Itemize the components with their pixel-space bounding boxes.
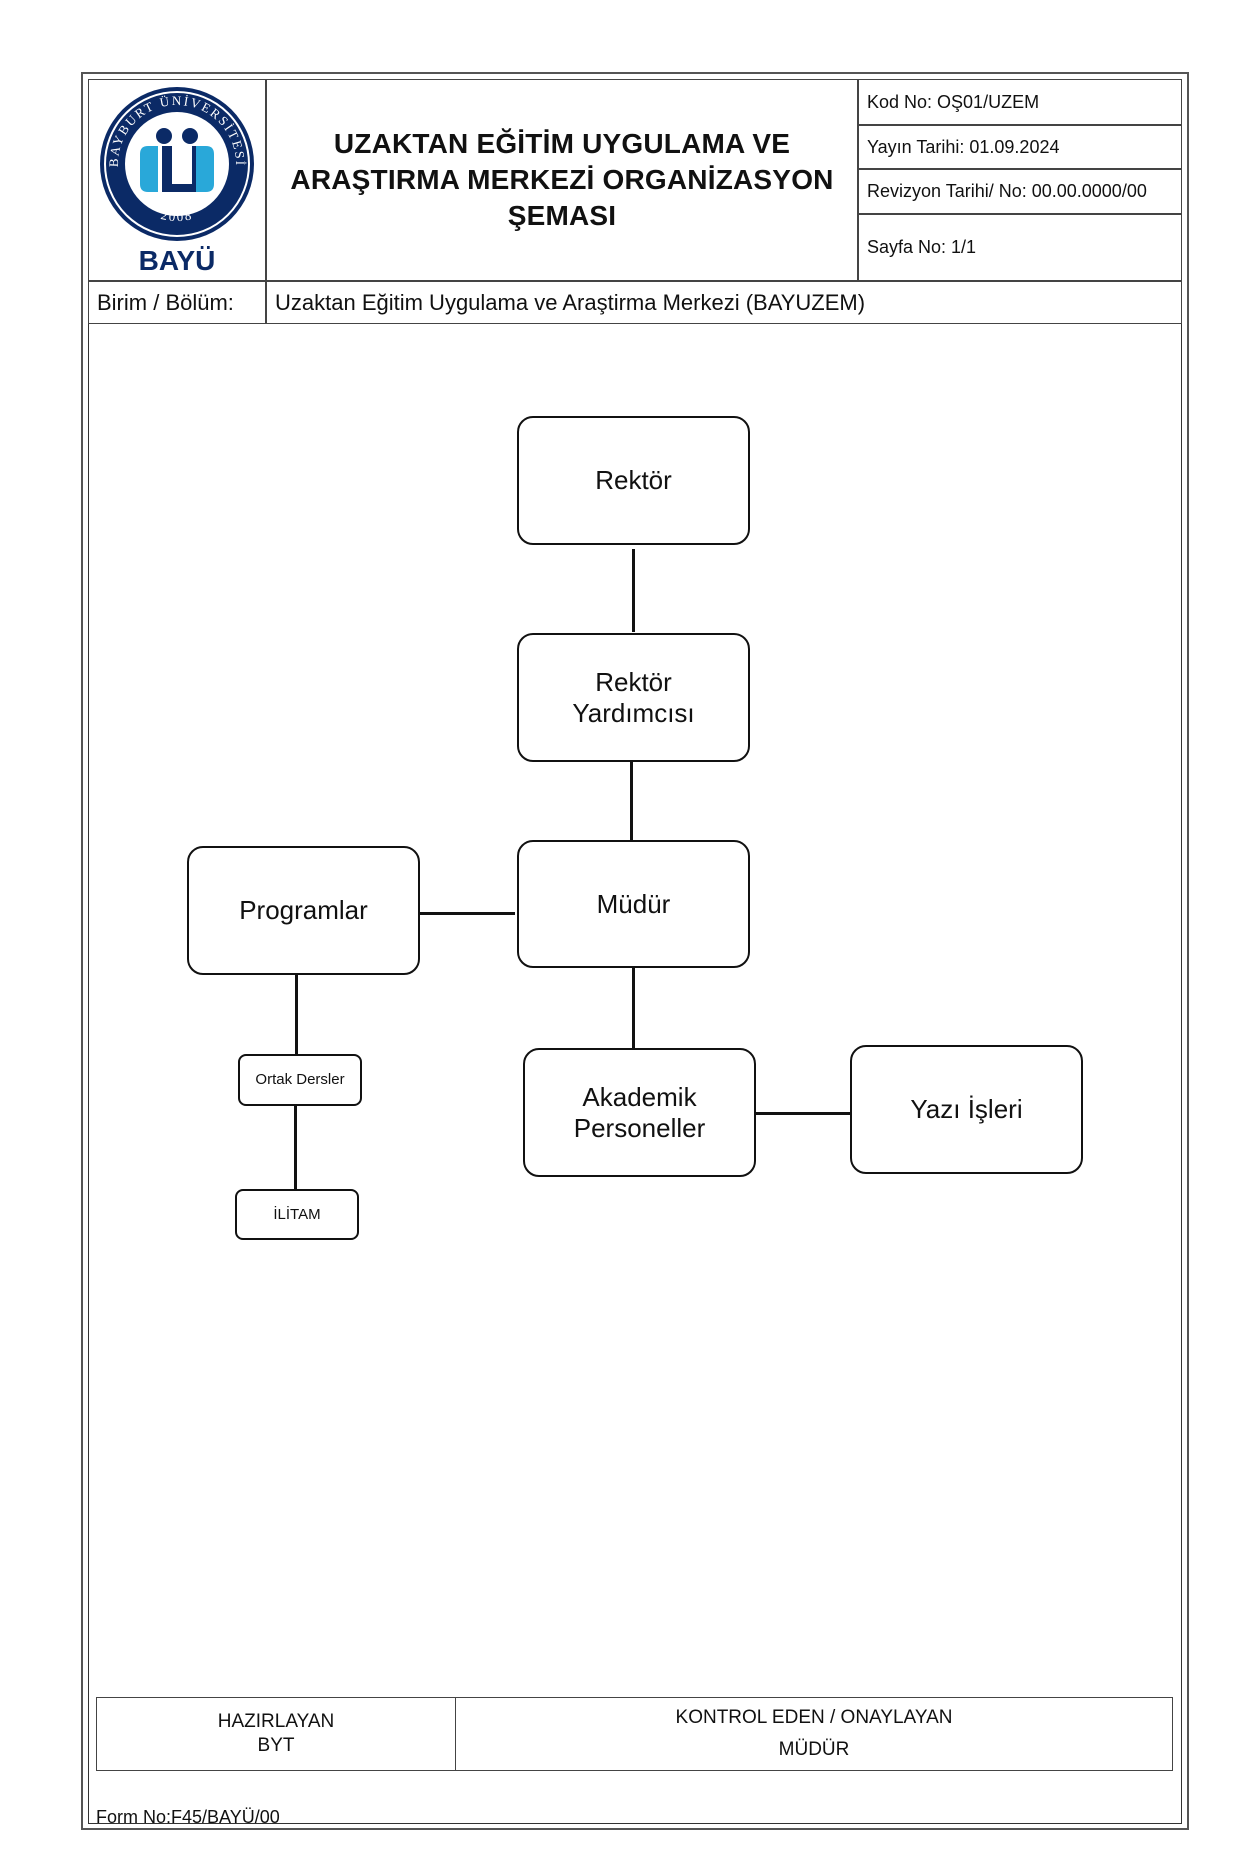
connector-programlar-ortak bbox=[295, 975, 298, 1054]
yayin-tarihi: Yayın Tarihi: 01.09.2024 bbox=[858, 125, 1182, 169]
logo-abbrev: BAYÜ bbox=[138, 245, 216, 276]
form-no: Form No:F45/BAYÜ/00 bbox=[96, 1807, 280, 1827]
logo-cell bbox=[88, 79, 266, 281]
footer-hazirlayan: HAZIRLAYAN BYT bbox=[96, 1697, 456, 1771]
footer-kontrol-eden: KONTROL EDEN / ONAYLAYAN MÜDÜR bbox=[455, 1697, 1173, 1771]
birim-value: Uzaktan Eğitim Uygulama ve Araştirma Mer… bbox=[266, 281, 1182, 324]
hazirlayan-value: BYT bbox=[257, 1735, 295, 1756]
sayfa-no: Sayfa No: 1/1 bbox=[858, 214, 1182, 281]
hazirlayan-title: HAZIRLAYAN bbox=[217, 1711, 335, 1732]
org-box-mudur: Müdür bbox=[517, 840, 750, 968]
org-box-rektor-yardimcisi: Rektör Yardımcısı bbox=[517, 633, 750, 762]
revizyon-tarihi: Revizyon Tarihi/ No: 00.00.0000/00 bbox=[858, 169, 1182, 214]
org-box-ortak-dersler: Ortak Dersler bbox=[238, 1054, 362, 1106]
connector-akademik-yazi bbox=[756, 1112, 850, 1115]
birim-label: Birim / Bölüm: bbox=[88, 281, 266, 324]
kod-no: Kod No: OŞ01/UZEM bbox=[858, 79, 1182, 125]
connector-ortak-ilitam bbox=[294, 1106, 297, 1189]
page-border-outer bbox=[81, 72, 1189, 1830]
connector-rektor-yardimci bbox=[632, 549, 635, 632]
kontrol-title: KONTROL EDEN / ONAYLAYAN bbox=[675, 1707, 953, 1728]
kontrol-value: MÜDÜR bbox=[778, 1739, 850, 1760]
org-box-programlar: Programlar bbox=[187, 846, 420, 975]
org-box-akademik-personeller: Akademik Personeller bbox=[523, 1048, 756, 1177]
org-box-yazi-isleri: Yazı İşleri bbox=[850, 1045, 1083, 1174]
university-logo: BAYBURT ÜNİVERSİTESİ 2008 BAYÜ bbox=[96, 84, 258, 277]
connector-mudur-akademik bbox=[632, 968, 635, 1050]
document-title: UZAKTAN EĞİTİM UYGULAMA VE ARAŞTIRMA MER… bbox=[290, 128, 834, 231]
connector-programlar-mudur bbox=[420, 912, 515, 915]
org-box-ilitam: İLİTAM bbox=[235, 1189, 359, 1240]
org-box-rektor: Rektör bbox=[517, 416, 750, 545]
svg-text:2008: 2008 bbox=[160, 207, 195, 224]
connector-yardimci-mudur bbox=[630, 762, 633, 843]
title-cell: UZAKTAN EĞİTİM UYGULAMA VE ARAŞTIRMA MER… bbox=[266, 79, 858, 281]
university-seal-icon: BAYBURT ÜNİVERSİTESİ 2008 bbox=[100, 87, 254, 241]
